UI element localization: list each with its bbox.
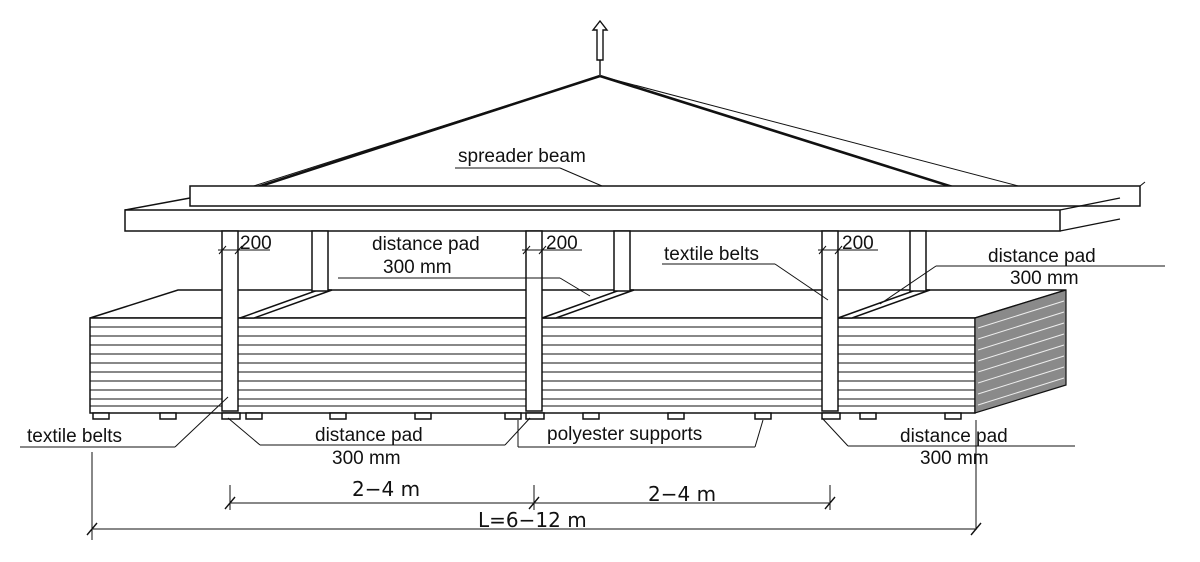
lifting-cables — [207, 74, 1046, 207]
total-length-label: L=6−12 m — [478, 508, 587, 532]
distance-pads-top — [239, 289, 931, 319]
distance-pad-center-size: 300 mm — [383, 257, 452, 278]
belt-width-label-3: 200 — [842, 233, 874, 254]
polyester-supports — [92, 412, 962, 420]
distance-pad-center-label: distance pad — [372, 234, 480, 255]
distance-pad-bottom-center-label: distance pad — [315, 425, 423, 446]
distance-pad-right-size: 300 mm — [1010, 268, 1079, 289]
textile-belts-top-label: textile belts — [664, 244, 759, 265]
distance-pad-bottom-right-size: 300 mm — [920, 448, 989, 469]
span-right-label: 2−4 m — [648, 482, 716, 506]
end-grain-lines — [977, 300, 1065, 406]
belt-width-label-2: 200 — [546, 233, 578, 254]
belt-width-label-1: 200 — [240, 233, 272, 254]
textile-belts-rear — [311, 230, 927, 292]
distance-pad-right-label: distance pad — [988, 246, 1096, 267]
lifting-hook-arrow — [591, 19, 609, 75]
spreader-beam-rear — [189, 181, 1146, 207]
polyester-supports-label: polyester supports — [547, 424, 702, 445]
span-left-label: 2−4 m — [352, 477, 420, 501]
distance-pad-bottom-center-size: 300 mm — [332, 448, 401, 469]
distance-pad-bottom-right-label: distance pad — [900, 426, 1008, 447]
spreader-beam-label: spreader beam — [458, 146, 586, 167]
belt-width-dims — [218, 245, 878, 255]
end-grain-face — [974, 289, 1067, 414]
leader-lines — [20, 167, 1165, 448]
span-dimension-lines — [86, 420, 982, 540]
textile-belts-bottom-label: textile belts — [27, 426, 122, 447]
textile-belts-front — [221, 230, 839, 412]
spreader-beam-front — [124, 197, 1121, 232]
